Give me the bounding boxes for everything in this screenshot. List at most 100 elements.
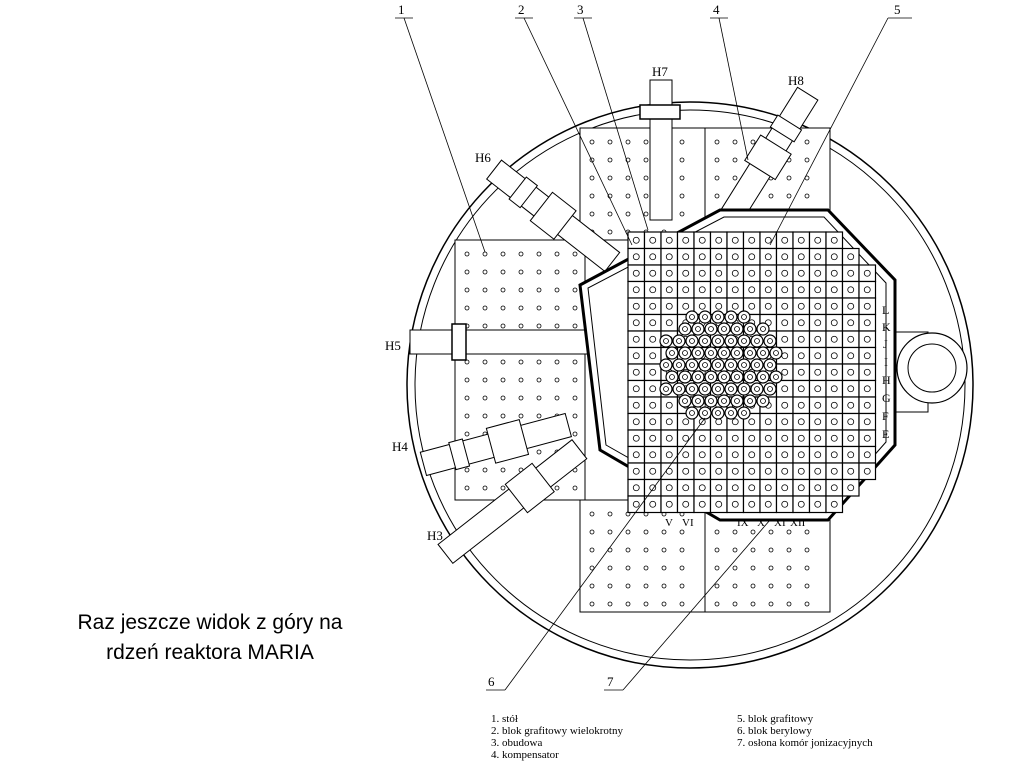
core-cell	[759, 264, 778, 283]
row-label-f: F	[882, 409, 889, 423]
plate-hole	[714, 139, 720, 145]
plate-hole	[464, 269, 470, 275]
core-cell-hole	[797, 286, 805, 294]
core-cell-hole	[632, 286, 640, 294]
fuel-channel	[724, 406, 738, 420]
core-cell-hole	[863, 352, 871, 360]
core-cell	[643, 346, 662, 365]
core-cell	[643, 280, 662, 299]
core-cell-hole	[847, 253, 855, 261]
plate-hole	[572, 485, 578, 491]
core-cell	[858, 412, 877, 431]
channel-h7-tube	[649, 79, 673, 221]
core-cell-hole	[797, 352, 805, 360]
core-cell-hole	[649, 500, 657, 508]
fuel-channel-core	[702, 386, 708, 392]
core-cell-hole	[698, 269, 706, 277]
core-cell-hole	[649, 401, 657, 409]
fuel-channel	[724, 310, 738, 324]
fuel-channel-core	[682, 326, 688, 332]
core-cell	[759, 231, 778, 250]
core-cell	[841, 462, 860, 481]
row-label-i: I	[884, 355, 888, 369]
core-cell	[643, 495, 662, 514]
core-cell-hole	[682, 451, 690, 459]
core-cell-hole	[748, 467, 756, 475]
fuel-channel-core	[728, 362, 734, 368]
plate-hole	[482, 359, 488, 365]
core-cell-hole	[698, 467, 706, 475]
plate-hole	[536, 395, 542, 401]
plate-hole	[714, 565, 720, 571]
core-cell-hole	[814, 434, 822, 442]
plate-hole	[518, 287, 524, 293]
fuel-channel-core	[754, 362, 760, 368]
fuel-channel	[659, 358, 673, 372]
core-cell	[792, 231, 811, 250]
plate-hole	[500, 467, 506, 473]
fuel-channel-core	[741, 338, 747, 344]
core-cell	[726, 429, 745, 448]
fuel-channel-core	[682, 350, 688, 356]
fuel-channel	[769, 346, 783, 360]
core-cell	[709, 495, 728, 514]
plate-hole	[643, 529, 649, 535]
plate-hole	[572, 287, 578, 293]
fuel-channel	[698, 382, 712, 396]
core-cell	[759, 495, 778, 514]
plate-hole	[464, 251, 470, 257]
core-cell-hole	[764, 467, 772, 475]
core-cell	[858, 429, 877, 448]
core-cell-hole	[682, 467, 690, 475]
core-cell-hole	[814, 302, 822, 310]
core-cell	[726, 478, 745, 497]
plate-hole	[732, 601, 738, 607]
core-cell	[775, 313, 794, 332]
channel-h3-coupling	[504, 462, 555, 514]
legend-right: 5. blok grafitowy 6. blok berylowy 7. os…	[737, 713, 873, 749]
fuel-channel	[737, 358, 751, 372]
fuel-channel	[750, 358, 764, 372]
core-cell-hole	[830, 335, 838, 343]
plate-hole	[750, 583, 756, 589]
core-cell	[693, 429, 712, 448]
fuel-channel	[698, 310, 712, 324]
core-cell	[841, 346, 860, 365]
pool-outer-circle	[406, 101, 974, 669]
core-cell-hole	[649, 484, 657, 492]
plate-hole	[607, 583, 613, 589]
plate-hole	[643, 547, 649, 553]
core-cell	[709, 462, 728, 481]
plate-hole	[536, 377, 542, 383]
core-cell	[643, 462, 662, 481]
core-cell	[825, 445, 844, 464]
plate-hole	[625, 601, 631, 607]
plate-hole	[786, 583, 792, 589]
plate-hole	[679, 565, 685, 571]
fuel-channel	[724, 382, 738, 396]
core-cell-hole	[649, 319, 657, 327]
fuel-channel-core	[702, 410, 708, 416]
core-cell-hole	[665, 434, 673, 442]
column-label-vi: VI	[682, 517, 694, 529]
fuel-channel	[750, 334, 764, 348]
fuel-channel-core	[708, 398, 714, 404]
core-cell	[792, 346, 811, 365]
plate-hole	[518, 269, 524, 275]
core-cell	[742, 445, 761, 464]
core-cell	[808, 231, 827, 250]
fuel-channel-core	[695, 398, 701, 404]
fuel-channel-core	[747, 398, 753, 404]
plate-hole	[464, 359, 470, 365]
plate-hole	[679, 583, 685, 589]
core-cell	[775, 445, 794, 464]
fuel-channel-core	[734, 326, 740, 332]
core-cell	[841, 379, 860, 398]
core-cell-hole	[632, 302, 640, 310]
plate-hole	[518, 305, 524, 311]
plate-hole	[714, 601, 720, 607]
plate-hole	[750, 547, 756, 553]
core-cell-hole	[649, 335, 657, 343]
core-cell	[660, 445, 679, 464]
core-cell	[858, 280, 877, 299]
